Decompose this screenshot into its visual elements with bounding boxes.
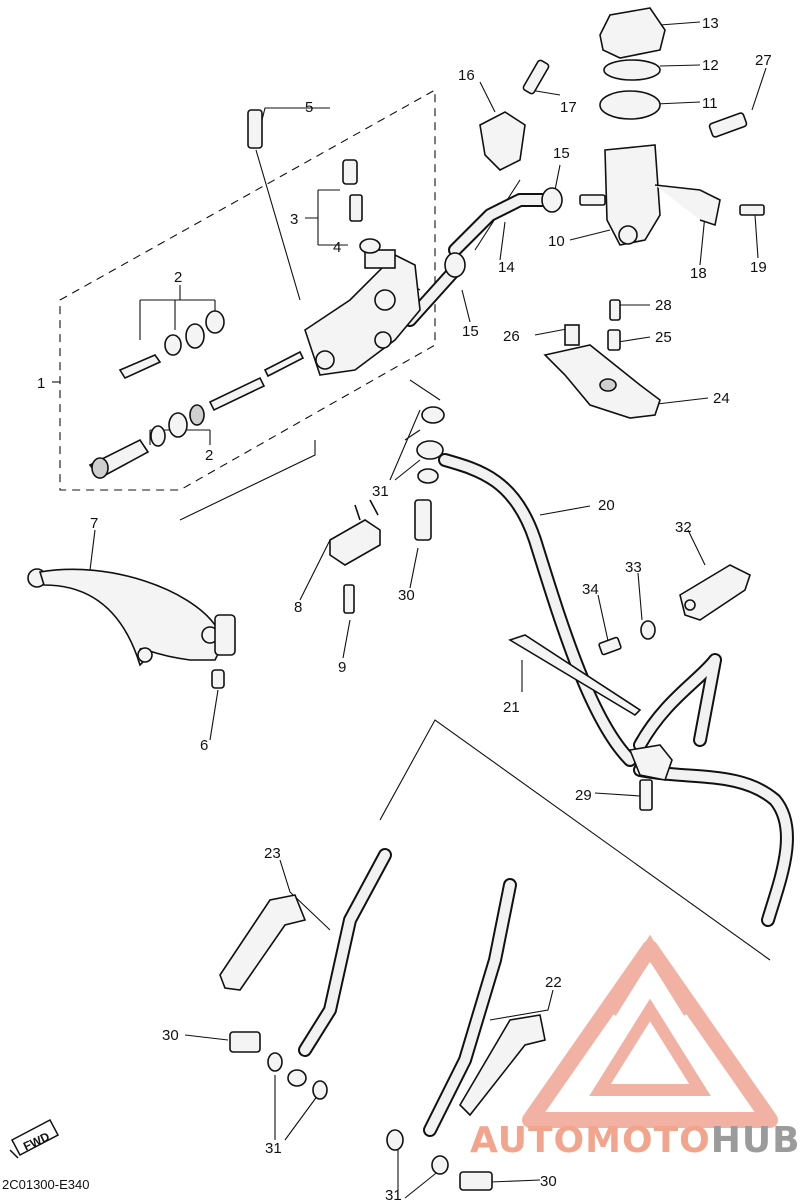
callout-9: 9	[338, 659, 346, 676]
callout-34: 34	[582, 581, 599, 598]
callout-2b: 2	[205, 447, 213, 464]
callout-31: 31	[372, 483, 389, 500]
callout-13: 13	[702, 15, 719, 32]
callout-31b: 31	[265, 1140, 282, 1157]
callout-15: 15	[553, 145, 570, 162]
callout-30b: 30	[162, 1027, 179, 1044]
lower-fittings	[229, 1031, 493, 1191]
callout-1: 1	[37, 375, 45, 392]
callout-30c: 30	[540, 1173, 557, 1190]
callout-11: 11	[702, 95, 718, 112]
watermark-text-part2: HUB	[710, 1120, 800, 1161]
callout-2: 2	[174, 269, 182, 286]
callout-17: 17	[560, 99, 577, 116]
callout-8: 8	[294, 599, 302, 616]
callout-16: 16	[458, 67, 475, 84]
watermark-logo	[522, 934, 778, 1128]
callout-30: 30	[398, 587, 415, 604]
callout-14: 14	[498, 259, 515, 276]
leader-lines	[52, 21, 771, 1199]
master-cylinder-body	[304, 249, 421, 376]
hose-joint	[628, 744, 673, 781]
callout-21: 21	[503, 699, 520, 716]
callout-23: 23	[264, 845, 281, 862]
callout-29: 29	[575, 787, 592, 804]
callout-15b: 15	[462, 323, 479, 340]
callout-numbers: 1 2 2 3 4 5 6 7 8 9 10 11 12 13 14 15 15…	[37, 15, 772, 1204]
brake-switch	[329, 499, 381, 566]
hose-bracket-right	[458, 1014, 546, 1117]
callout-28: 28	[655, 297, 672, 314]
callout-24: 24	[713, 390, 730, 407]
piston-kit	[88, 310, 305, 480]
watermark-text-part1: AUTOMOTO	[470, 1120, 711, 1161]
callout-19: 19	[750, 259, 767, 276]
callout-6: 6	[200, 737, 208, 754]
callout-32: 32	[675, 519, 692, 536]
callout-12: 12	[702, 57, 719, 74]
callout-31c: 31	[385, 1187, 402, 1204]
callout-10: 10	[548, 233, 565, 250]
callout-7: 7	[90, 515, 98, 532]
brake-lever	[27, 568, 236, 667]
callout-3: 3	[290, 211, 298, 228]
fittings	[211, 59, 765, 811]
assembly-outline	[59, 89, 436, 491]
hose-guide	[598, 564, 751, 656]
hose-clamp-bracket	[479, 111, 526, 171]
hose-lines	[298, 193, 794, 1137]
callout-33: 33	[625, 559, 642, 576]
reservoir	[579, 7, 721, 246]
callout-4: 4	[333, 239, 341, 256]
cable-tie	[508, 634, 642, 717]
callout-22: 22	[545, 974, 562, 991]
callout-5: 5	[305, 99, 313, 116]
callout-20: 20	[598, 497, 615, 514]
hose-bracket-left	[219, 894, 307, 991]
callout-25: 25	[655, 329, 672, 346]
callout-27: 27	[755, 52, 772, 69]
fwd-direction-tag: FWD	[9, 1118, 60, 1159]
drawing-code: 2C01300-E340	[2, 1177, 89, 1192]
reservoir-bracket	[543, 324, 661, 419]
callout-18: 18	[690, 265, 707, 282]
callout-26: 26	[503, 328, 520, 345]
watermark-text: AUTOMOTOHUB	[470, 1120, 800, 1164]
